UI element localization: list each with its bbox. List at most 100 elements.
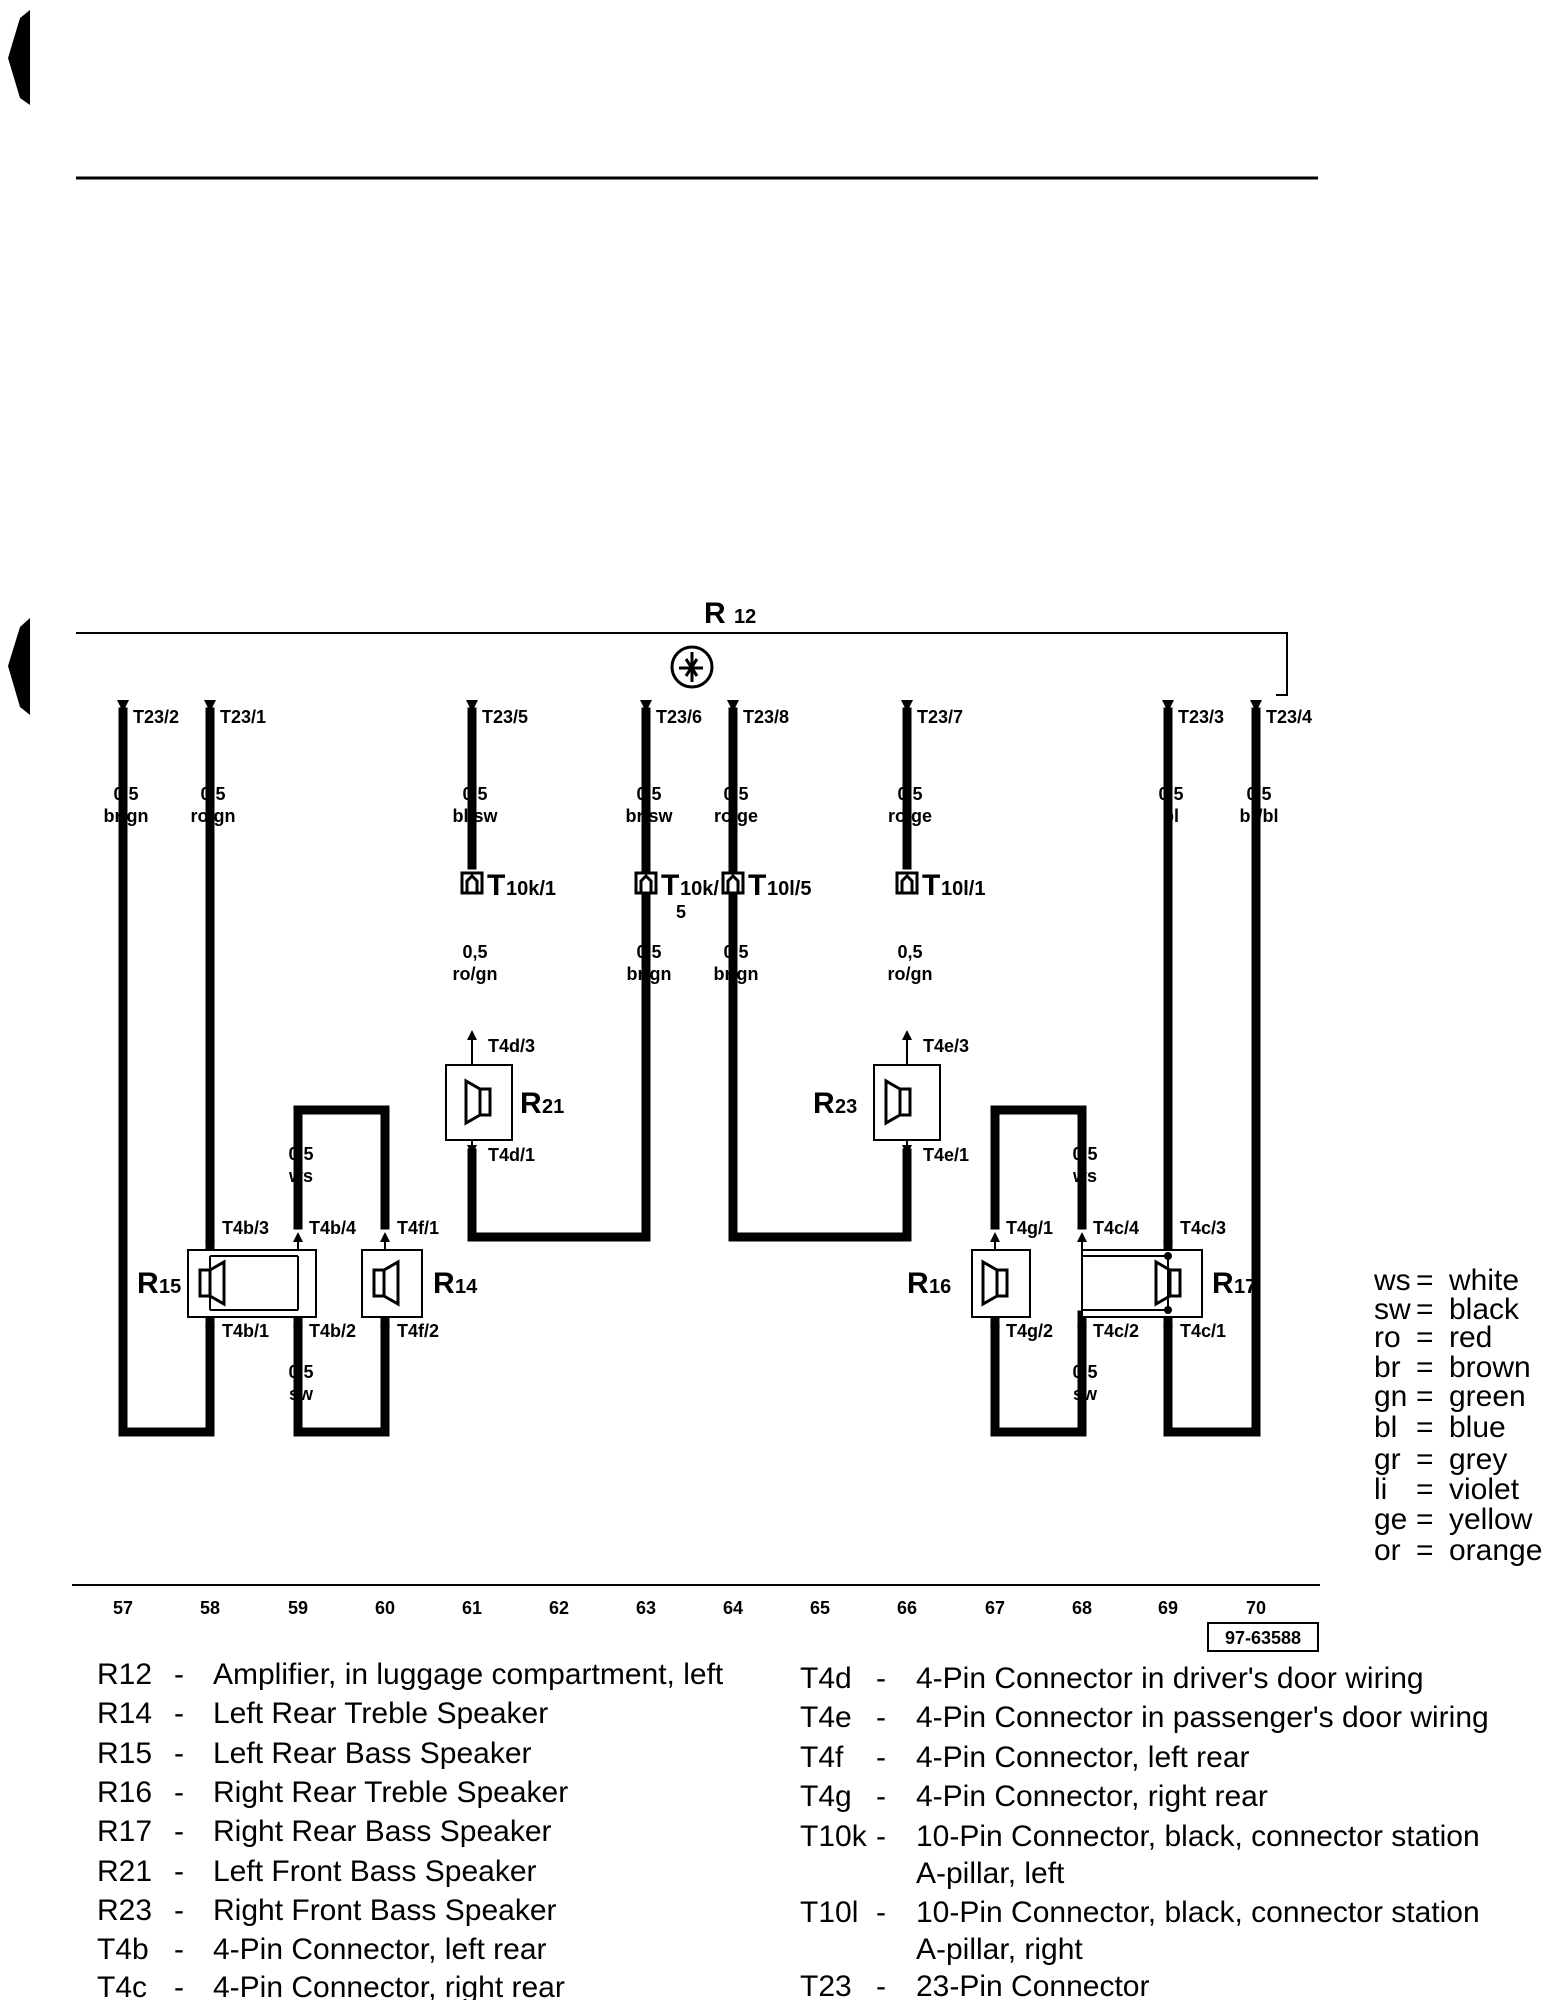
color-code: gr (1374, 1443, 1401, 1476)
wire-size-59-sw: 0,5 (288, 1362, 313, 1382)
legend-code: T4d (800, 1662, 852, 1695)
color-eq: = (1416, 1503, 1434, 1536)
color-code: gn (1374, 1380, 1407, 1413)
legend-desc: 23-Pin Connector (916, 1970, 1149, 2000)
wire-size-58: 0,5 (200, 784, 225, 804)
color-eq: = (1416, 1380, 1434, 1413)
pin-t4b-3: T4b/3 (222, 1218, 269, 1238)
connector-symbol-icon (895, 871, 919, 895)
wire-size-66: 0,5 (897, 784, 922, 804)
legend-dash: - (174, 1971, 184, 2000)
legend-dash: - (174, 1815, 184, 1848)
r15-sub: 15 (159, 1276, 181, 1298)
pin-t4c-4: T4c/4 (1093, 1218, 1139, 1238)
legend-code: T4e (800, 1701, 852, 1734)
color-eq: = (1416, 1264, 1434, 1297)
color-eq: = (1416, 1411, 1434, 1444)
wire-color-66: ro/ge (888, 806, 932, 826)
track-number: 65 (810, 1598, 830, 1618)
wire-labels-top: 0,5 br/gn 0,5 ro/gn 0,5 bl/sw 0,5 br/sw … (104, 784, 1279, 826)
speaker-icon (464, 1078, 492, 1126)
connector-symbol-icon (460, 871, 484, 895)
legend-desc: Right Rear Treble Speaker (213, 1776, 568, 1809)
legend-dash: - (876, 1820, 886, 1853)
legend-dash: - (876, 1662, 886, 1695)
track-number: 57 (113, 1598, 133, 1618)
legend-code: T4f (800, 1741, 844, 1774)
wire-color-69: bl (1163, 806, 1179, 826)
wire-size-69: 0,5 (1158, 784, 1183, 804)
t23-pin-labels: T23/2 T23/1 T23/5 T23/6 T23/8 T23/7 T23/… (133, 707, 1312, 727)
figure-id: 97-63588 (1225, 1628, 1301, 1648)
color-eq: = (1416, 1534, 1434, 1567)
r16-sub: 16 (929, 1276, 951, 1298)
legend-dash: - (174, 1776, 184, 1809)
r23-letter: R (813, 1087, 835, 1120)
color-name: yellow (1449, 1503, 1533, 1536)
connector-symbol-icon (634, 871, 658, 895)
legend-code: R15 (97, 1737, 152, 1770)
color-code-legend: ws = white sw = black ro = red br = brow… (1373, 1264, 1542, 1567)
legend-code: T10l (800, 1896, 858, 1929)
t10k-5-small2: 5 (676, 902, 686, 922)
r17-letter: R (1212, 1267, 1234, 1300)
r23-sub: 23 (835, 1096, 857, 1118)
amplifier-symbol-mark (679, 652, 703, 682)
pin-t4g-2: T4g/2 (1006, 1321, 1053, 1341)
color-eq: = (1416, 1293, 1434, 1326)
pin-t4c-1: T4c/1 (1180, 1321, 1226, 1341)
legend-desc: Right Front Bass Speaker (213, 1894, 557, 1927)
t10l-5-small: 10l/5 (767, 878, 811, 900)
pin-t23-5: T23/5 (482, 707, 528, 727)
legend-dash: - (876, 1741, 886, 1774)
wire-color-57: br/gn (104, 806, 149, 826)
pin-t4d-3: T4d/3 (488, 1036, 535, 1056)
amplifier-symbol-icon (670, 645, 714, 689)
track-number: 64 (723, 1598, 743, 1618)
legend-code: T23 (800, 1970, 852, 2000)
r14-letter: R (433, 1267, 455, 1300)
legend-code: T4g (800, 1780, 852, 1813)
legend-desc: 4-Pin Connector, right rear (213, 1971, 565, 2000)
pin-t4c-3: T4c/3 (1180, 1218, 1226, 1238)
t10k-5-small: 10k/ (680, 878, 719, 900)
wire-color-64: ro/ge (714, 806, 758, 826)
legend-desc: Left Front Bass Speaker (213, 1855, 537, 1888)
speaker-icon (884, 1078, 912, 1126)
legend-dash: - (174, 1933, 184, 1966)
page-marker-top-icon (8, 10, 30, 105)
wire-size-59-ws: 0,5 (288, 1144, 313, 1164)
legend-code: R14 (97, 1697, 152, 1730)
t10-connectors: T 10k/1 T 10k/ 5 T 10l/5 T 10l/1 (460, 869, 985, 922)
track-number: 70 (1246, 1598, 1266, 1618)
track-number: 60 (375, 1598, 395, 1618)
legend-desc-cont: A-pillar, right (916, 1933, 1083, 1966)
wire-color-59-sw: sw (289, 1384, 314, 1404)
t10l-1-big: T (922, 869, 940, 902)
track-number: 68 (1072, 1598, 1092, 1618)
pin-t4f-1: T4f/1 (397, 1218, 439, 1238)
wires (118, 707, 1261, 1437)
legend-dash: - (174, 1855, 184, 1888)
pin-t4f-2: T4f/2 (397, 1321, 439, 1341)
legend-code: T4c (97, 1971, 147, 2000)
color-name: violet (1449, 1473, 1520, 1506)
wire-size-61-mid: 0,5 (462, 942, 487, 962)
legend-desc: 4-Pin Connector in driver's door wiring (916, 1662, 1424, 1695)
connector-symbol-icon (721, 871, 745, 895)
amplifier-r12: R 12 (76, 597, 1288, 696)
r14-sub: 14 (455, 1276, 478, 1298)
legend-desc: 4-Pin Connector, left rear (916, 1741, 1250, 1774)
r15-letter: R (137, 1267, 159, 1300)
r21-sub: 21 (542, 1096, 564, 1118)
r12-letter: R (704, 597, 726, 630)
page-marker-bottom-icon (8, 618, 30, 715)
r12-sub: 12 (734, 606, 756, 628)
track-number: 58 (200, 1598, 220, 1618)
pin-t23-2: T23/2 (133, 707, 179, 727)
wire-size-63-mid: 0,5 (636, 942, 661, 962)
color-name: grey (1449, 1443, 1507, 1476)
wire-size-68-sw: 0,5 (1072, 1362, 1097, 1382)
color-name: white (1448, 1264, 1519, 1297)
color-code: ro (1374, 1321, 1401, 1354)
